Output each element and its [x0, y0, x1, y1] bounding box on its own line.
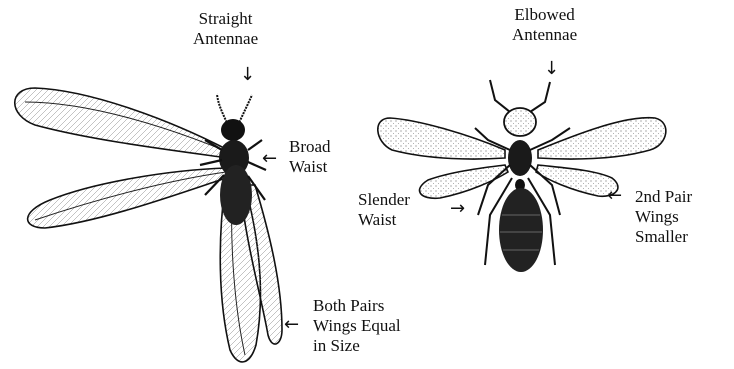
termite-illustration: [15, 88, 282, 362]
ant-left-hindwing: [419, 165, 508, 198]
termite-waist-label-line2: Waist: [289, 157, 331, 177]
termite-waist-label-line1: Broad: [289, 137, 331, 157]
termite-upper-left-wing: [15, 88, 228, 158]
termite-waist-arrow: ←: [262, 150, 277, 168]
termite-antennae-label-line2: Antennae: [193, 29, 258, 49]
ant-illustration: [378, 80, 666, 272]
ant-wings-label-line1: 2nd Pair: [635, 187, 692, 207]
ant-right-forewing: [538, 118, 666, 159]
ant-wings-label-line2: Wings: [635, 207, 692, 227]
ant-wings-label: 2nd Pair Wings Smaller: [635, 187, 692, 247]
termite-wings-label-line3: in Size: [313, 336, 401, 356]
termite-wings-label-line1: Both Pairs: [313, 296, 401, 316]
termite-waist-label: Broad Waist: [289, 137, 331, 177]
termite-wings-arrow: ←: [284, 316, 299, 334]
ant-wings-label-line3: Smaller: [635, 227, 692, 247]
termite-wings-label: Both Pairs Wings Equal in Size: [313, 296, 401, 356]
termite-wings-label-line2: Wings Equal: [313, 316, 401, 336]
ant-waist-arrow: →: [450, 200, 465, 218]
ant-antennae-label-line1: Elbowed: [512, 5, 577, 25]
ant-antennae-label-line2: Antennae: [512, 25, 577, 45]
termite-antennae-arrow: ↓: [240, 66, 255, 84]
termite-antennae-label: Straight Antennae: [193, 9, 258, 49]
ant-waist-label: Slender Waist: [358, 190, 410, 230]
ant-waist-label-line2: Waist: [358, 210, 410, 230]
ant-wings-arrow: ←: [607, 187, 622, 205]
ant-waist-label-line1: Slender: [358, 190, 410, 210]
ant-antennae-arrow: ↓: [544, 60, 559, 78]
ant-antennae-label: Elbowed Antennae: [512, 5, 577, 45]
termite-antennae-label-line1: Straight: [193, 9, 258, 29]
